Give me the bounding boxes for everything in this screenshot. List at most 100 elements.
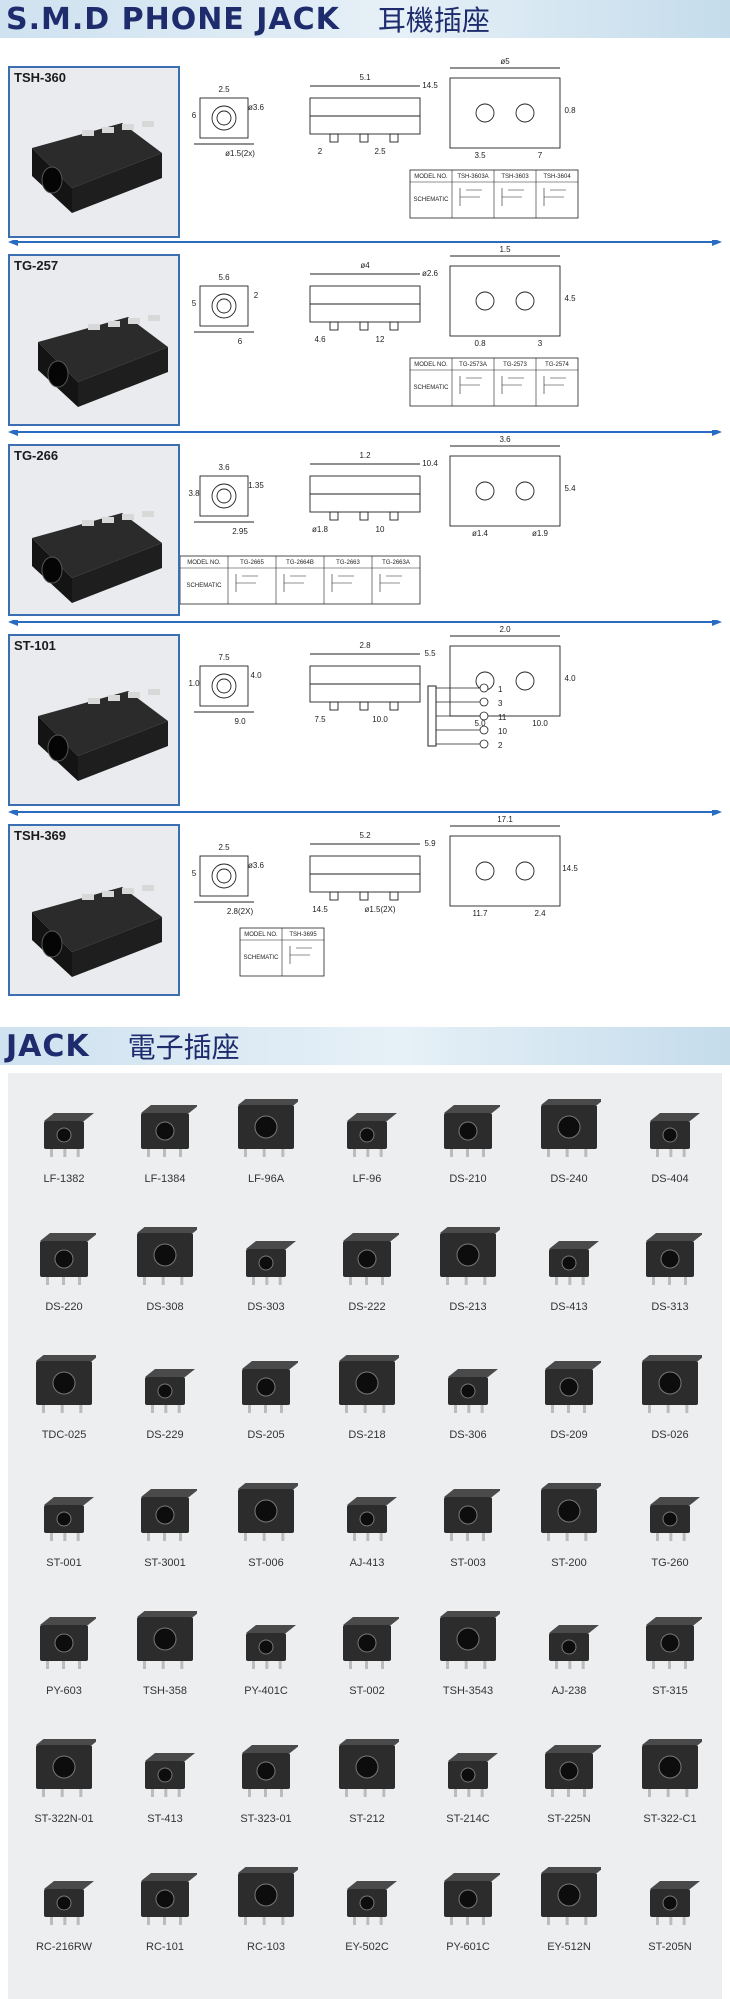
dimension-label: 11.7 xyxy=(473,909,489,918)
dimension-label: 2.8(2X) xyxy=(227,907,254,916)
catalog-item-label: ST-323-01 xyxy=(240,1813,292,1825)
jack-part-image xyxy=(36,1739,96,1797)
catalog-item: LF-96 xyxy=(317,1091,417,1221)
dimension-label: 2.5 xyxy=(374,147,386,156)
catalog-item: ST-322-C1 xyxy=(620,1731,720,1861)
catalog-item: ST-205N xyxy=(620,1859,720,1989)
catalog-item: DS-205 xyxy=(216,1347,316,1477)
dimension-label: ø4 xyxy=(360,261,370,270)
jack-banner: JACK 電子插座 xyxy=(0,1027,730,1065)
jack-part-image xyxy=(238,1483,298,1541)
dimension-label: ø1.4 xyxy=(472,529,489,538)
dimension-label: 10.0 xyxy=(532,719,548,728)
dimension-label: 6 xyxy=(192,111,197,120)
catalog-item: ST-225N xyxy=(519,1731,619,1861)
product-photo-box: ST-101 xyxy=(8,634,180,806)
catalog-item-label: RC-216RW xyxy=(35,1941,93,1953)
dimension-label: 1.0 xyxy=(188,679,200,688)
catalog-item: DS-229 xyxy=(115,1347,215,1477)
dimension-label: 10.0 xyxy=(372,715,388,724)
catalog-item-label: TG-260 xyxy=(651,1557,689,1569)
jack-part-image xyxy=(242,1745,298,1797)
table-header-cell: MODEL NO. xyxy=(414,362,448,368)
catalog-item: RC-216RW xyxy=(14,1859,114,1989)
dimension-label: 17.1 xyxy=(497,816,513,824)
catalog-item: DS-303 xyxy=(216,1219,316,1349)
product-code: TG-257 xyxy=(14,258,59,273)
jack-part-image xyxy=(642,1355,702,1413)
catalog-item: ST-006 xyxy=(216,1475,316,1605)
jack-part-image xyxy=(448,1369,498,1413)
banner-title-zh: 耳機插座 xyxy=(377,4,490,37)
jack-part-image xyxy=(44,1113,94,1157)
catalog-item: TSH-358 xyxy=(115,1603,215,1733)
catalog-item-label: RC-103 xyxy=(247,1941,285,1953)
catalog-item: DS-210 xyxy=(418,1091,518,1221)
jack-part-image xyxy=(448,1753,498,1797)
dimension-label: 2.95 xyxy=(232,527,248,536)
table-header-cell: TG-2573 xyxy=(503,362,527,368)
dimension-label: ø1.9 xyxy=(532,529,549,538)
catalog-item-label: LF-1382 xyxy=(43,1173,85,1185)
jack-part-image xyxy=(145,1369,195,1413)
dimension-label: ø1.5(2x) xyxy=(225,149,255,158)
dimension-label: 12 xyxy=(376,335,385,344)
table-header-cell: TG-2663A xyxy=(382,560,410,566)
jack-part-image xyxy=(343,1233,399,1285)
table-row-label: SCHEMATIC xyxy=(244,955,280,961)
catalog-item: DS-222 xyxy=(317,1219,417,1349)
catalog-item-label: DS-210 xyxy=(449,1173,487,1185)
catalog-item-label: DS-229 xyxy=(146,1429,184,1441)
product-code: TSH-369 xyxy=(14,828,67,843)
catalog-item-label: TSH-3543 xyxy=(442,1685,494,1697)
catalog-item: EY-512N xyxy=(519,1859,619,1989)
product-photo xyxy=(10,636,178,804)
jack-part-image xyxy=(343,1617,399,1669)
catalog-item-label: DS-404 xyxy=(651,1173,689,1185)
table-row-label: SCHEMATIC xyxy=(414,197,450,203)
dimension-label: 9.0 xyxy=(234,717,246,726)
row-separator-arrow xyxy=(8,240,722,246)
jack-part-image xyxy=(137,1227,197,1285)
dimension-label: ø1.8 xyxy=(312,525,329,534)
jack-part-image xyxy=(440,1611,500,1669)
catalog-item-label: LF-96 xyxy=(352,1173,382,1185)
jack-part-image xyxy=(238,1867,298,1925)
jack-part-image xyxy=(549,1241,599,1285)
jack-part-image xyxy=(444,1873,500,1925)
catalog-item-label: DS-413 xyxy=(550,1301,588,1313)
catalog-item-label: ST-315 xyxy=(652,1685,688,1697)
catalog-item: DS-218 xyxy=(317,1347,417,1477)
catalog-item: LF-96A xyxy=(216,1091,316,1221)
jack-part-image xyxy=(339,1739,399,1797)
jack-part-image xyxy=(347,1113,397,1157)
catalog-item: TSH-3543 xyxy=(418,1603,518,1733)
jack-part-image xyxy=(650,1113,700,1157)
catalog-item: DS-308 xyxy=(115,1219,215,1349)
catalog-item: DS-220 xyxy=(14,1219,114,1349)
dimension-label: 7.5 xyxy=(314,715,326,724)
jack-part-image xyxy=(646,1233,702,1285)
catalog-item-label: AJ-413 xyxy=(349,1557,385,1569)
product-photo-box: TSH-360 xyxy=(8,66,180,238)
dimension-label: 2.8 xyxy=(359,641,371,650)
catalog-item-label: EY-502C xyxy=(345,1941,389,1953)
catalog-item-label: RC-101 xyxy=(146,1941,184,1953)
dimension-label: 5.1 xyxy=(359,73,371,82)
catalog-item-label: EY-512N xyxy=(547,1941,591,1953)
catalog-item-label: ST-205N xyxy=(648,1941,692,1953)
jack-part-image xyxy=(541,1867,601,1925)
jack-part-image xyxy=(549,1625,599,1669)
dimension-label: 7.5 xyxy=(218,653,230,662)
jack-part-image xyxy=(141,1489,197,1541)
dimension-label: 10.4 xyxy=(422,459,438,468)
terminal-number: 3 xyxy=(498,699,503,708)
jack-part-image xyxy=(44,1881,94,1925)
catalog-item-label: DS-218 xyxy=(348,1429,386,1441)
catalog-item: ST-214C xyxy=(418,1731,518,1861)
jack-part-image xyxy=(40,1617,96,1669)
